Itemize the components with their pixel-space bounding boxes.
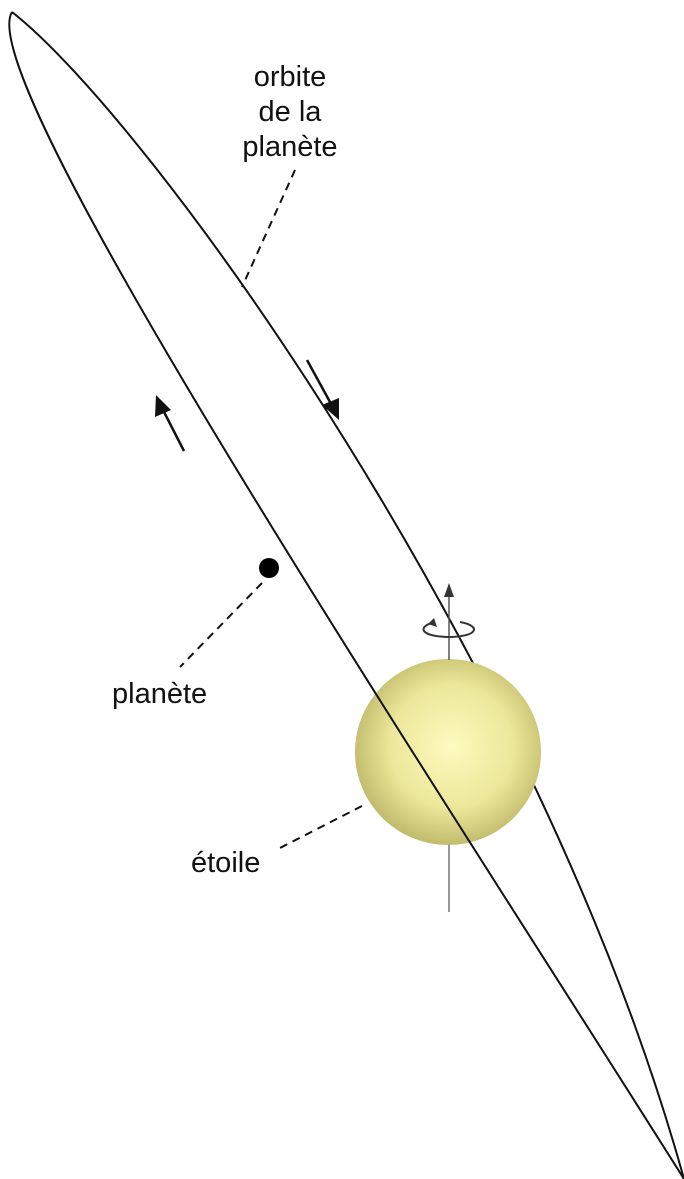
orbit-label-line-1: orbite [253,61,327,93]
orbit-label-line-2: de la [258,96,322,128]
planet-label-leader [179,582,263,668]
star-label: étoile [191,847,261,879]
star-sphere [355,659,541,845]
orbit-direction-arrow-up [155,395,186,452]
planet-label: planète [112,678,208,710]
star-label-leader [279,805,363,849]
orbit-direction-arrow-down [305,359,339,420]
planet-orbit-back-arc [11,11,684,1179]
planet-orbit-front-arc [8,11,684,1179]
star-rotation-arrow-icon [422,621,475,639]
orbit-label-line-3: planète [242,131,338,163]
orbit-label-leader [241,169,296,288]
rotation-axis-arrowhead-icon [444,583,454,597]
orbit-label: orbite de la planète [210,60,370,165]
planet-dot [259,558,279,578]
rotation-arrowhead-icon [428,618,437,627]
